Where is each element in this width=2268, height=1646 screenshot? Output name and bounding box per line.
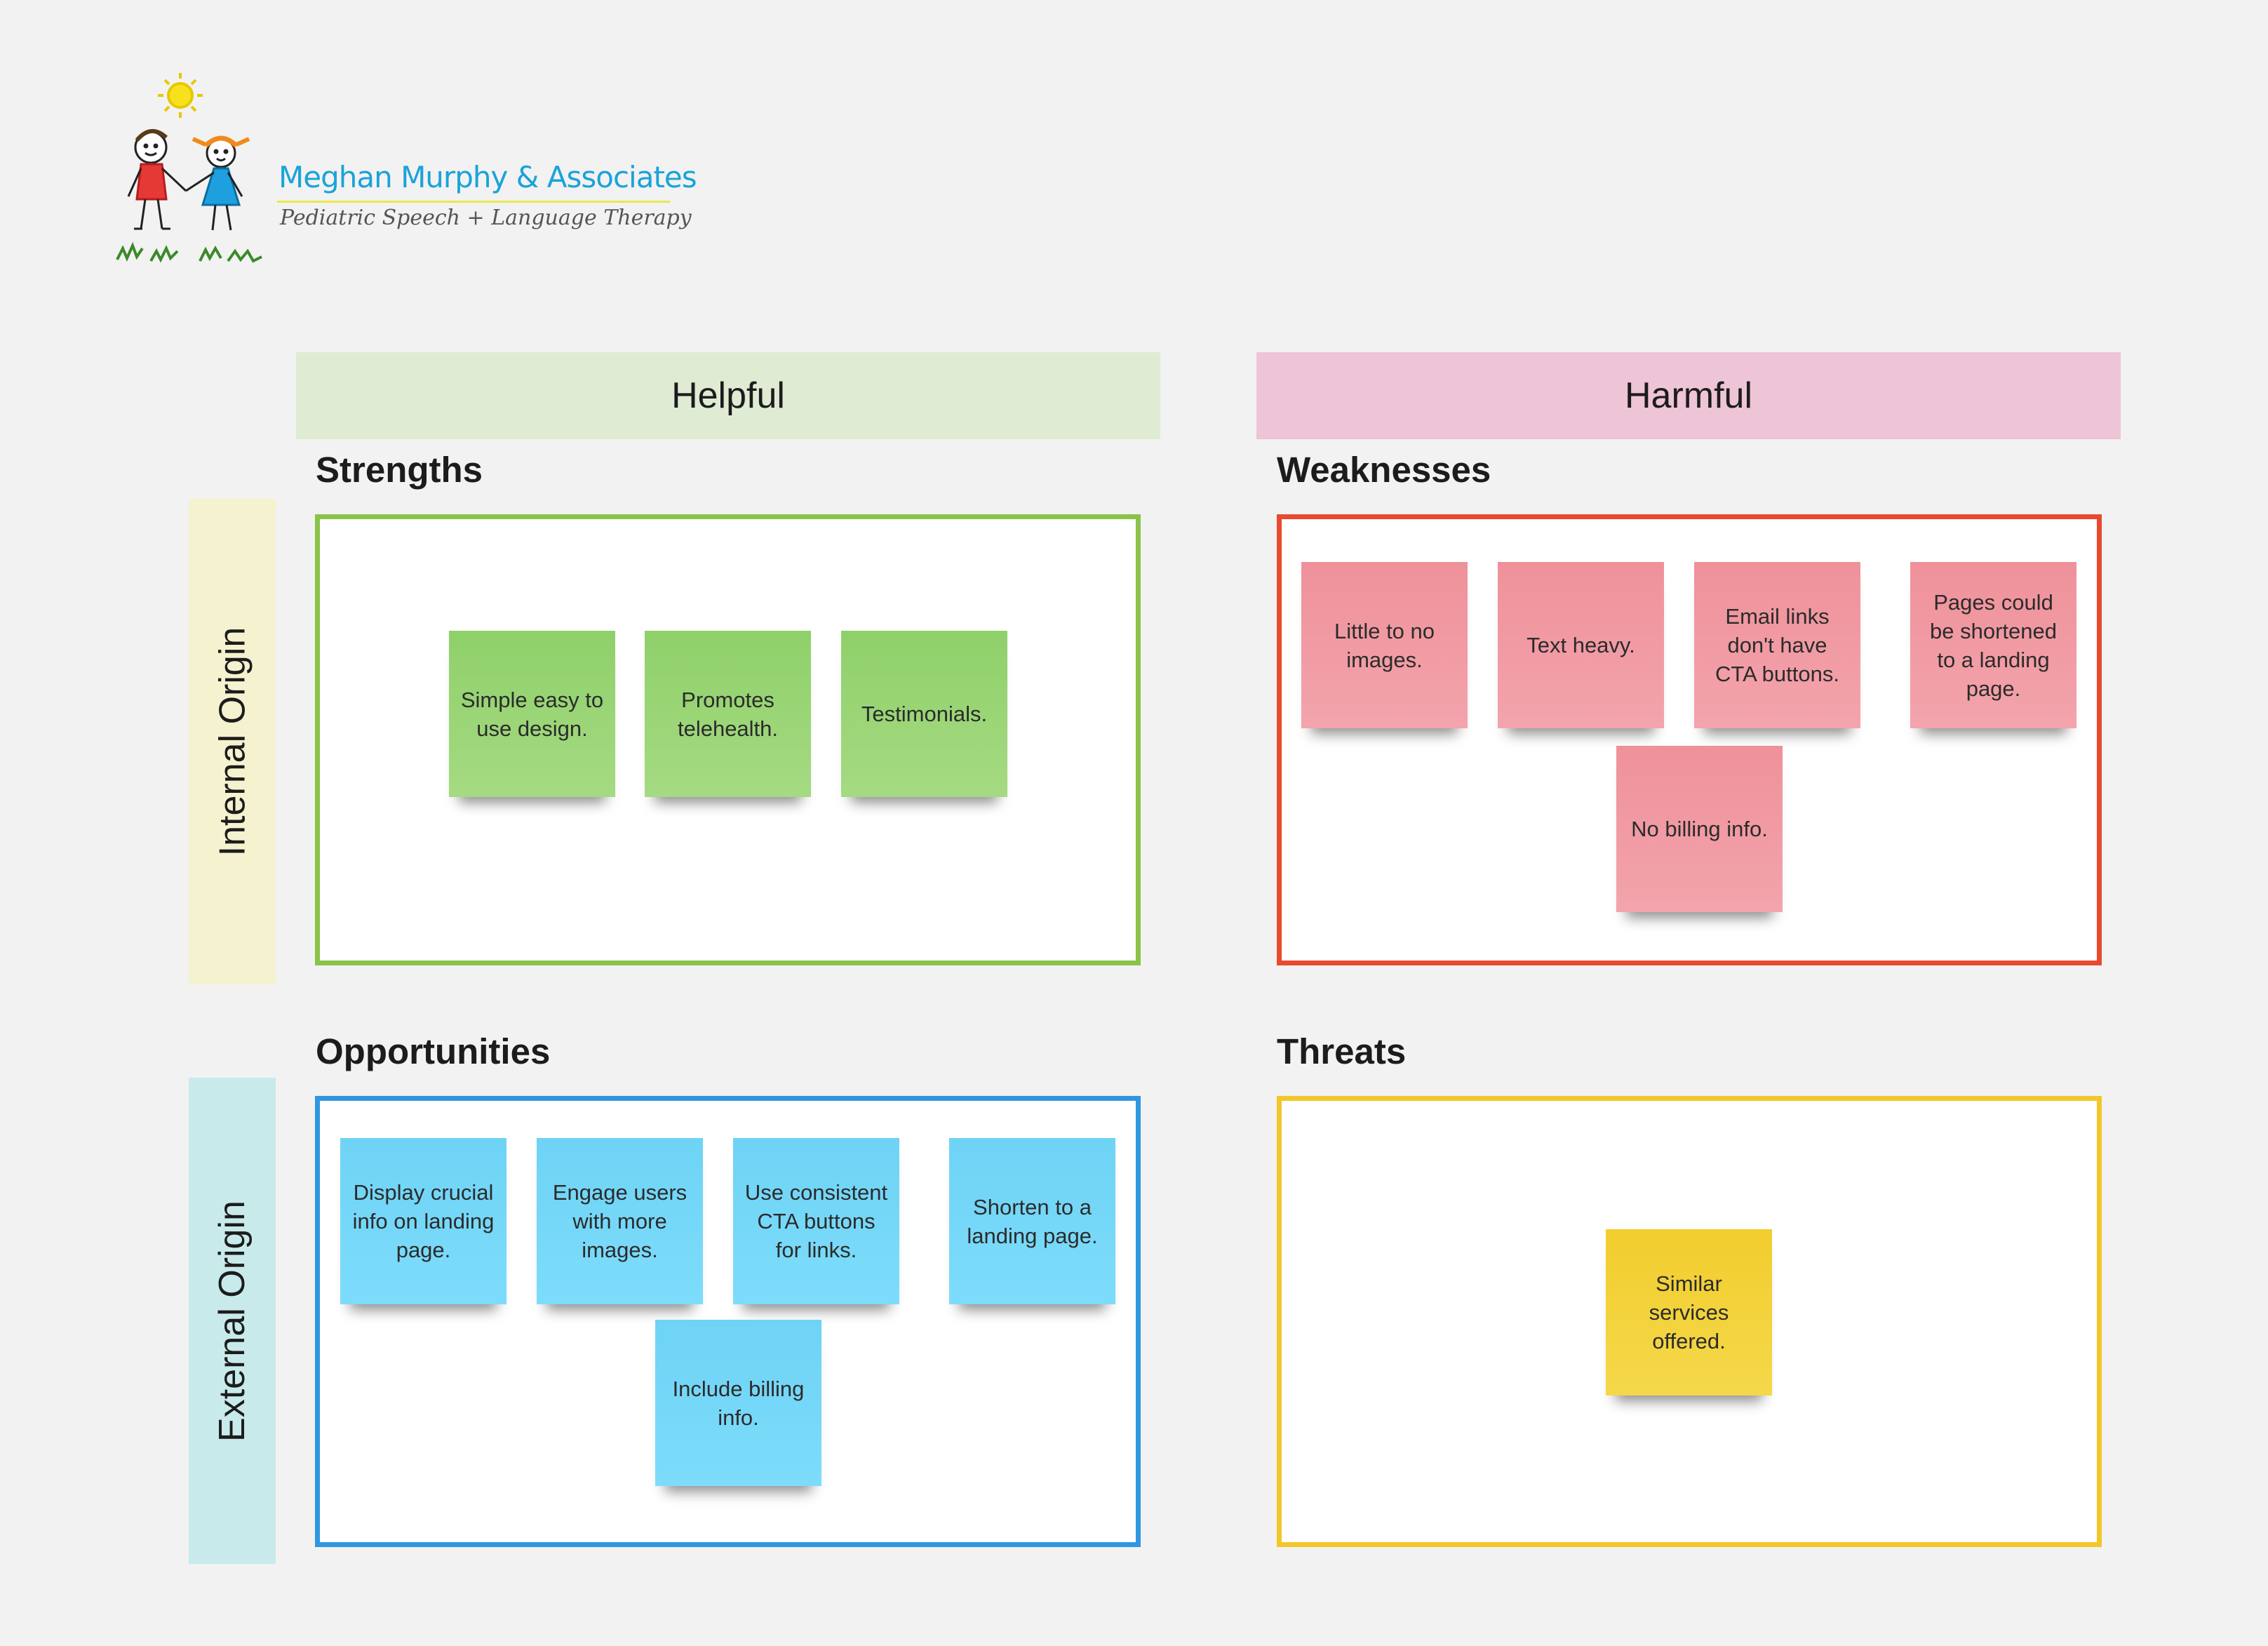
sticky-note[interactable]: No billing info. [1616, 746, 1783, 912]
sticky-note[interactable]: Testimonials. [841, 631, 1007, 797]
logo-tagline: Pediatric Speech + Language Therapy [280, 206, 692, 230]
quadrant-title-opportunities: Opportunities [316, 1031, 551, 1071]
logo-company-name: Meghan Murphy & Associates [279, 160, 697, 194]
logo-divider [277, 201, 670, 203]
row-header-internal: Internal Origin [189, 499, 276, 984]
sticky-note[interactable]: Display crucial info on landing page. [340, 1138, 506, 1304]
sticky-note[interactable]: Include billing info. [655, 1320, 821, 1486]
row-header-external: External Origin [189, 1078, 276, 1564]
quadrant-title-strengths: Strengths [316, 450, 483, 490]
sticky-note[interactable]: Pages could be shortened to a landing pa… [1910, 562, 2076, 728]
row-header-internal-label: Internal Origin [212, 627, 253, 857]
kids-illustration [116, 73, 262, 263]
sticky-note[interactable]: Text heavy. [1498, 562, 1664, 728]
column-header-harmful: Harmful [1256, 352, 2121, 439]
boy-figure [127, 129, 187, 230]
grass-icon [116, 241, 262, 263]
sticky-note[interactable]: Use consistent CTA buttons for links. [733, 1138, 899, 1304]
column-header-helpful: Helpful [296, 352, 1160, 439]
quadrant-title-weaknesses: Weaknesses [1277, 450, 1491, 490]
sticky-note[interactable]: Simple easy to use design. [449, 631, 615, 797]
quadrant-title-threats: Threats [1277, 1031, 1407, 1071]
sticky-note[interactable]: Promotes telehealth. [645, 631, 811, 797]
sticky-note[interactable]: Email links don't have CTA buttons. [1694, 562, 1860, 728]
sticky-note[interactable]: Similar services offered. [1606, 1229, 1772, 1396]
sticky-note[interactable]: Shorten to a landing page. [949, 1138, 1115, 1304]
sticky-note[interactable]: Engage users with more images. [537, 1138, 703, 1304]
row-header-external-label: External Origin [212, 1200, 253, 1442]
sticky-note[interactable]: Little to no images. [1301, 562, 1468, 728]
company-logo: Meghan Murphy & Associates Pediatric Spe… [116, 70, 697, 274]
girl-figure [185, 135, 250, 231]
sun-icon [158, 73, 203, 118]
